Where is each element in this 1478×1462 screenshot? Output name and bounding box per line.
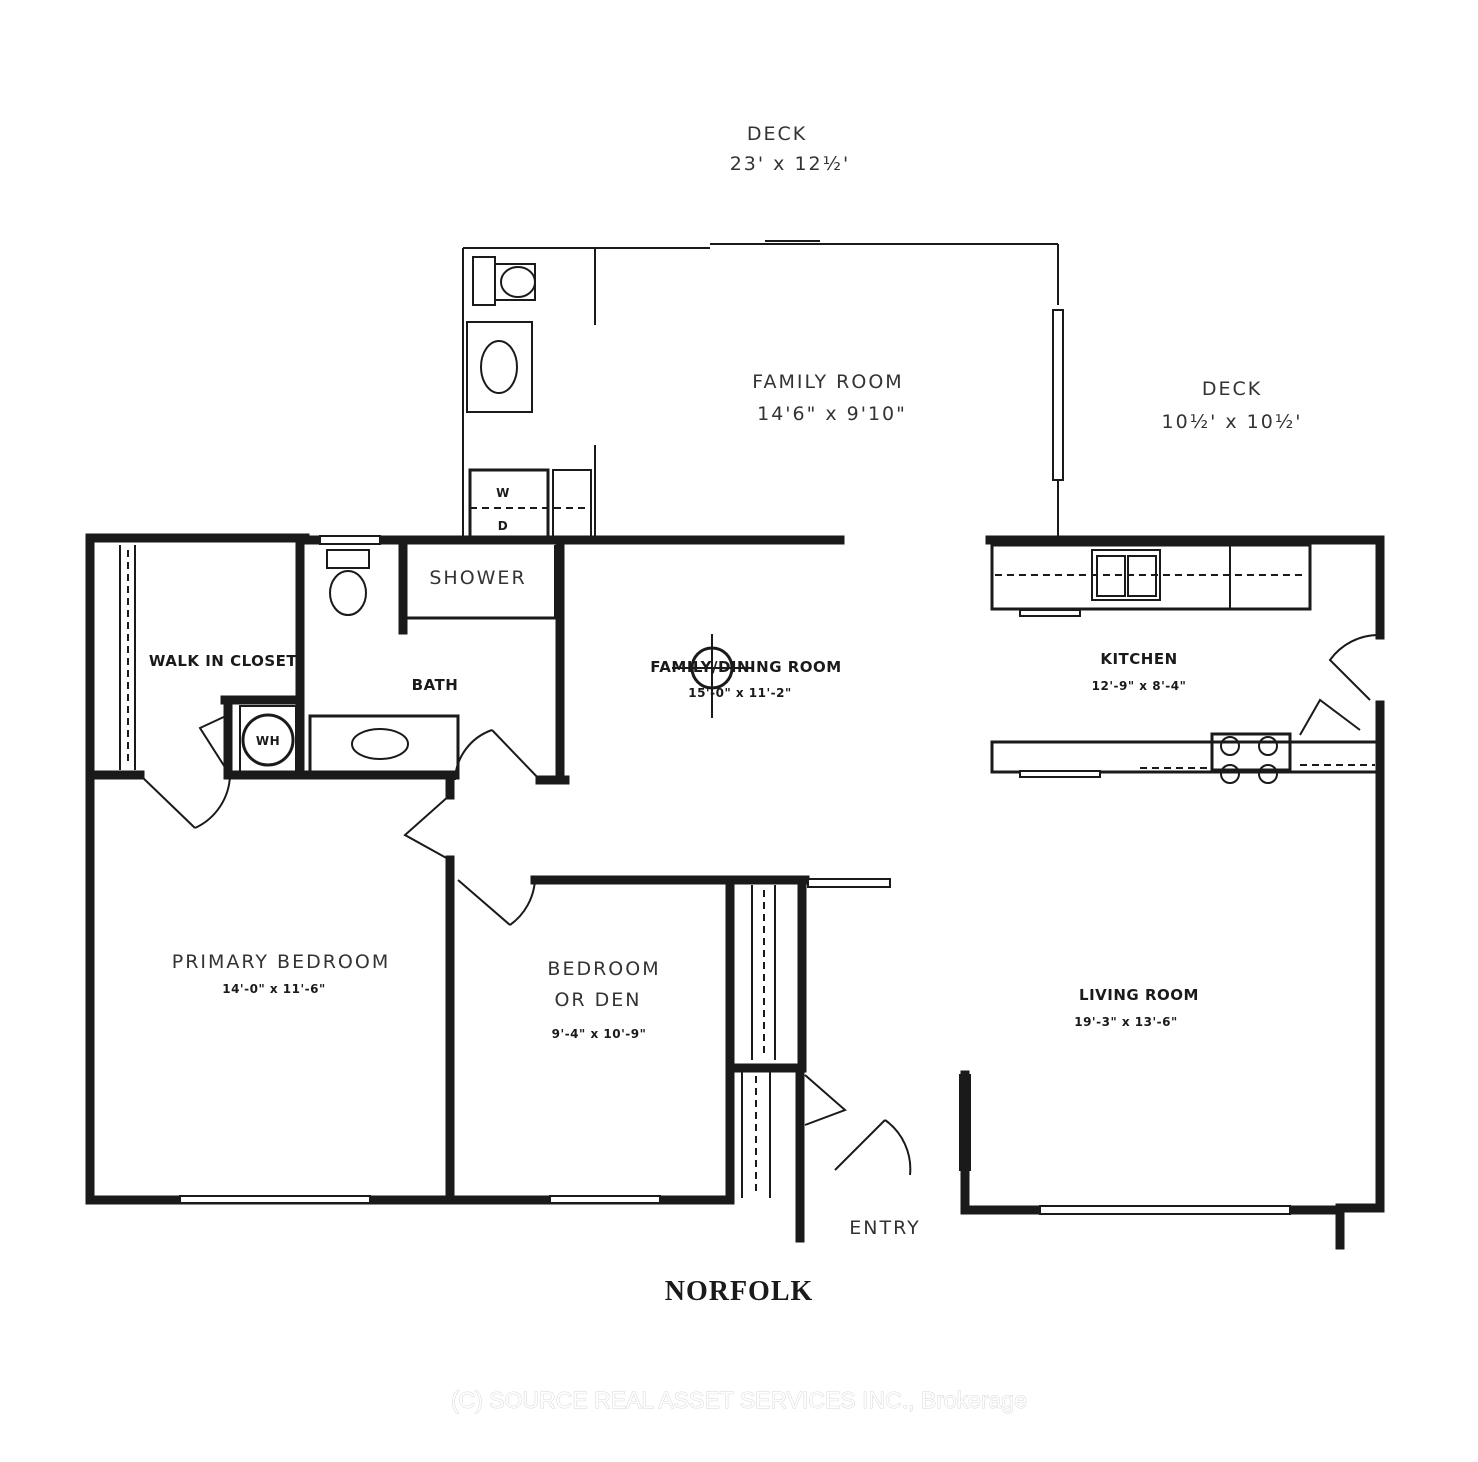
laundry-area: W D <box>468 468 592 542</box>
family-room-window <box>1052 309 1064 481</box>
family-dining-size: 15'-0" x 11'-2" <box>688 686 792 700</box>
primary-bedroom-size: 14'-0" x 11'-6" <box>222 982 326 996</box>
entry-closet-right <box>959 1074 971 1171</box>
family-room-sink <box>466 321 533 413</box>
family-room-size: 14'6" x 9'10" <box>757 403 907 425</box>
bedroom-den-label-line2: OR DEN <box>554 989 641 1011</box>
family-room-label: FAMILY ROOM <box>752 371 903 393</box>
family-room-sliding-door <box>710 240 860 245</box>
bath-vanity <box>308 714 460 774</box>
plan-title: NORFOLK <box>665 1276 814 1307</box>
bedroom-den-label-line1: BEDROOM <box>547 958 660 980</box>
entry-label: ENTRY <box>849 1217 920 1239</box>
washer-label: W <box>496 486 510 500</box>
water-heater: WH <box>239 705 297 773</box>
den-side-window <box>807 878 891 888</box>
deck-right-label: DECK <box>1202 378 1262 400</box>
walk-in-closet-rod <box>119 545 136 770</box>
center-marker <box>672 634 752 718</box>
den-closet-rod <box>751 885 776 1060</box>
brokerage-watermark: (C) SOURCE REAL ASSET SERVICES INC., Bro… <box>451 1387 1027 1413</box>
kitchen-lower-counter <box>990 740 1382 778</box>
front-windows <box>179 1195 1291 1215</box>
bath-label: BATH <box>412 676 459 694</box>
entry-closet-rod <box>741 1072 771 1198</box>
family-room-walls <box>462 243 1059 540</box>
bath-shower-partition <box>405 545 560 620</box>
family-room-toilet <box>472 256 536 306</box>
bath-window <box>319 535 381 545</box>
kitchen-size: 12'-9" x 8'-4" <box>1092 679 1187 693</box>
deck-top-label: DECK <box>747 123 807 145</box>
primary-bedroom-label: PRIMARY BEDROOM <box>172 951 390 973</box>
walk-in-closet-label: WALK IN CLOSET <box>149 652 298 670</box>
deck-right-size: 10½' x 10½' <box>1162 411 1303 433</box>
kitchen-label: KITCHEN <box>1100 650 1177 668</box>
bath-toilet <box>326 549 370 616</box>
shower-label: SHOWER <box>429 567 526 589</box>
family-dining-label: FAMILY/DINING ROOM <box>650 658 841 676</box>
bedroom-den-size: 9'-4" x 10'-9" <box>552 1027 647 1041</box>
doors <box>139 633 1381 1176</box>
kitchen-upper-counter <box>990 543 1312 617</box>
living-room-size: 19'-3" x 13'-6" <box>1074 1015 1178 1029</box>
exterior-walls <box>85 533 1385 1250</box>
kitchen-stove <box>1210 732 1292 784</box>
dryer-label: D <box>498 519 508 533</box>
interior-walls <box>90 535 810 1205</box>
water-heater-label: WH <box>256 734 280 748</box>
living-room-label: LIVING ROOM <box>1079 986 1199 1004</box>
deck-top-size: 23' x 12½' <box>730 153 851 175</box>
